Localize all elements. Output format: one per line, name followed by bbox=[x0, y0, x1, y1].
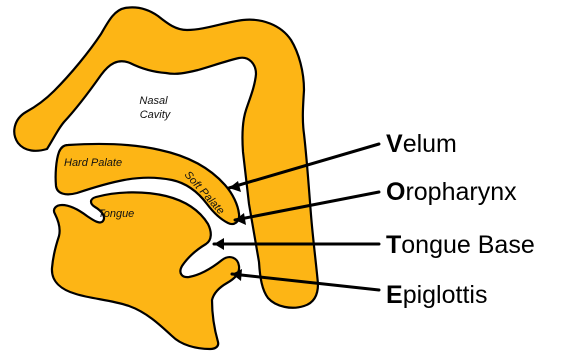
oropharynx-rest: ropharynx bbox=[405, 178, 517, 206]
tongue-shape bbox=[52, 192, 239, 349]
epiglottis-initial: E bbox=[386, 281, 403, 309]
epiglottis-rest: piglottis bbox=[403, 281, 488, 309]
tongue-base-label: Tongue Base bbox=[386, 231, 535, 259]
nasal-cavity-label-line1: Nasal bbox=[139, 95, 168, 107]
tongue-label: Tongue bbox=[98, 208, 134, 220]
hard-palate-label: Hard Palate bbox=[64, 157, 122, 169]
oropharynx-label: Oropharynx bbox=[386, 178, 517, 206]
velum-label: Velum bbox=[386, 130, 457, 158]
nasal-cavity-label-line2: Cavity bbox=[140, 109, 172, 121]
oropharynx-initial: O bbox=[386, 178, 405, 206]
velum-initial: V bbox=[386, 130, 403, 158]
nasal-cavity-label: Nasal Cavity bbox=[139, 95, 171, 121]
tongue-base-rest: ongue Base bbox=[401, 231, 534, 259]
velum-rest: elum bbox=[403, 130, 457, 158]
tongue-base-initial: T bbox=[386, 231, 401, 259]
epiglottis-label: Epiglottis bbox=[386, 281, 487, 309]
tongue-base-arrowhead bbox=[214, 238, 224, 250]
